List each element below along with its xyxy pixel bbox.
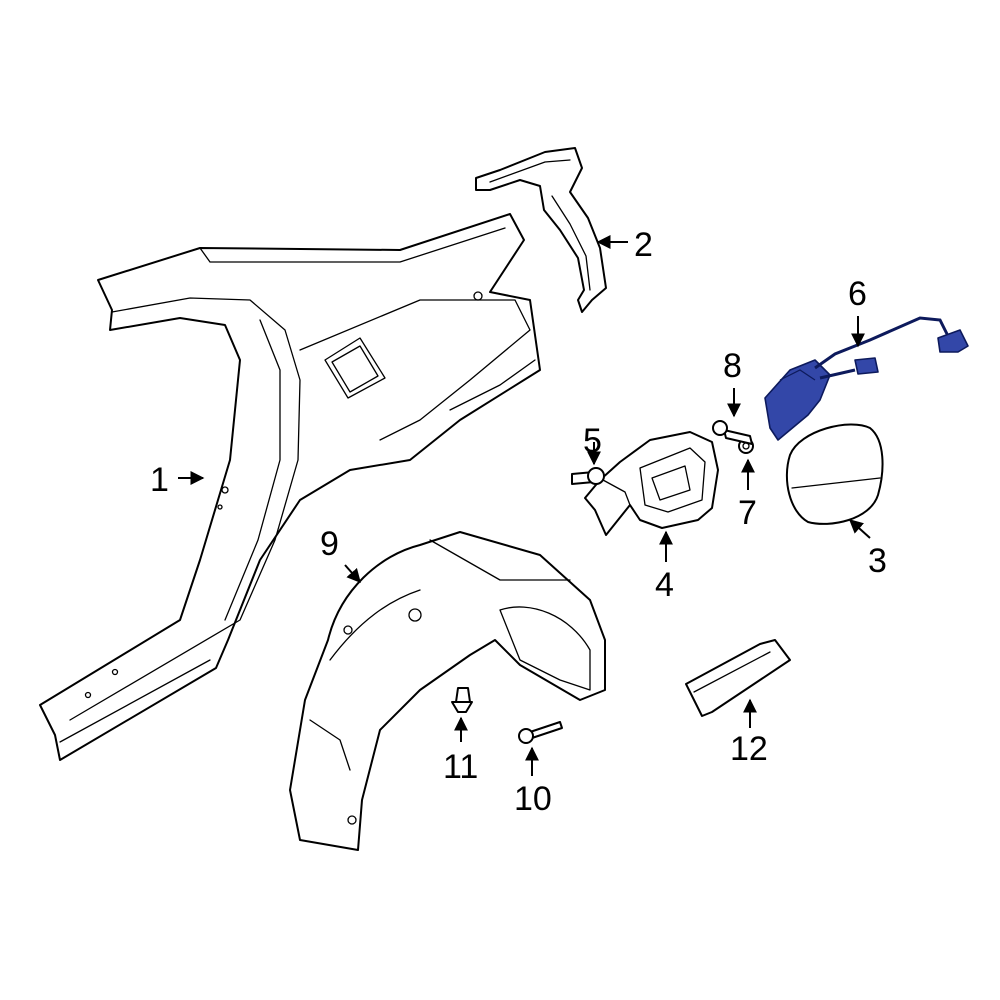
callout-5: 5 bbox=[583, 422, 602, 460]
trim-piece-12 bbox=[685, 639, 791, 717]
actuator bbox=[764, 316, 969, 441]
arrow-9 bbox=[344, 564, 361, 584]
bolt-8 bbox=[712, 420, 753, 445]
callout-7: 7 bbox=[738, 494, 757, 532]
clip-11 bbox=[451, 687, 473, 713]
bolt-5 bbox=[571, 467, 605, 485]
callout-10: 10 bbox=[514, 780, 552, 818]
filler-housing bbox=[584, 431, 719, 536]
fender-liner bbox=[289, 531, 606, 851]
callout-6: 6 bbox=[848, 275, 867, 313]
bracket bbox=[475, 147, 607, 313]
callout-1: 1 bbox=[150, 461, 169, 499]
callout-3: 3 bbox=[868, 542, 887, 580]
callout-2: 2 bbox=[634, 226, 653, 264]
callout-12: 12 bbox=[730, 730, 768, 768]
callout-8: 8 bbox=[723, 347, 742, 385]
fuel-door-lid bbox=[785, 423, 884, 525]
screw-10 bbox=[518, 721, 563, 744]
callout-11: 11 bbox=[443, 748, 478, 786]
arrow-3 bbox=[848, 519, 871, 539]
callout-9: 9 bbox=[320, 525, 339, 563]
callout-4: 4 bbox=[655, 566, 674, 604]
quarter-panel bbox=[39, 213, 541, 761]
